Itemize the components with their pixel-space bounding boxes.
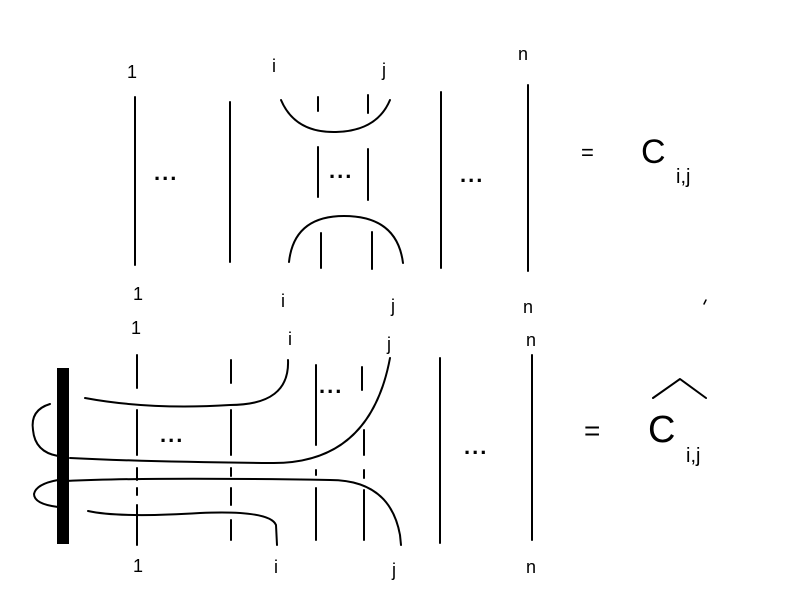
- hat-accent-icon: [652, 378, 707, 399]
- top-label-1: 1: [127, 62, 137, 82]
- top-cup-arc: [288, 215, 404, 264]
- top-result-symbol: C: [641, 133, 666, 171]
- top-label-i: i: [272, 56, 276, 76]
- bottom-dots-right: ...: [464, 434, 488, 459]
- loop-left-lower: [33, 479, 59, 508]
- bottom-diagram: 1 i j n ... ... ... 1 i j n = C i,j: [31, 318, 707, 580]
- loop-left-upper: [31, 403, 59, 457]
- top-dots-left: ...: [154, 160, 178, 185]
- top-bottom-label-j: j: [390, 296, 395, 316]
- bottom-strand-mid-2: [361, 366, 365, 541]
- top-diagram: 1 i j n ... ... ... 1 i j n = C i,j: [127, 44, 690, 317]
- bottom-bottom-label-n: n: [526, 557, 536, 577]
- top-dots-middle: ...: [329, 158, 353, 183]
- top-equals-sign: =: [581, 140, 594, 165]
- top-cap-arc: [280, 99, 391, 134]
- top-bottom-label-n: n: [523, 297, 533, 317]
- bottom-result-symbol: C: [648, 409, 675, 451]
- bottom-bottom-label-i: i: [274, 557, 278, 577]
- bottom-bottom-label-1: 1: [133, 556, 143, 576]
- bottom-dots-left: ...: [160, 422, 184, 447]
- bottom-dots-middle: ...: [319, 373, 343, 398]
- top-bottom-label-i: i: [281, 291, 285, 311]
- bottom-bottom-label-j: j: [391, 560, 396, 580]
- bottom-label-1: 1: [131, 318, 141, 338]
- curve-from-j: [69, 357, 391, 465]
- bottom-label-i: i: [288, 329, 292, 349]
- stray-mark: [703, 299, 707, 305]
- lower-curve-to-i: [87, 510, 278, 546]
- top-bottom-label-1: 1: [133, 284, 143, 304]
- top-dots-right: ...: [460, 162, 484, 187]
- thick-bar: [57, 368, 69, 544]
- bottom-label-n: n: [526, 330, 536, 350]
- curve-from-i: [84, 359, 290, 408]
- bottom-result-subscript: i,j: [686, 445, 700, 467]
- bottom-equals-sign: =: [584, 415, 600, 446]
- top-label-j: j: [381, 60, 386, 80]
- horizontal-strand: [65, 477, 402, 546]
- top-result-subscript: i,j: [676, 166, 690, 188]
- bottom-label-j: j: [386, 334, 391, 354]
- top-label-n: n: [518, 44, 528, 64]
